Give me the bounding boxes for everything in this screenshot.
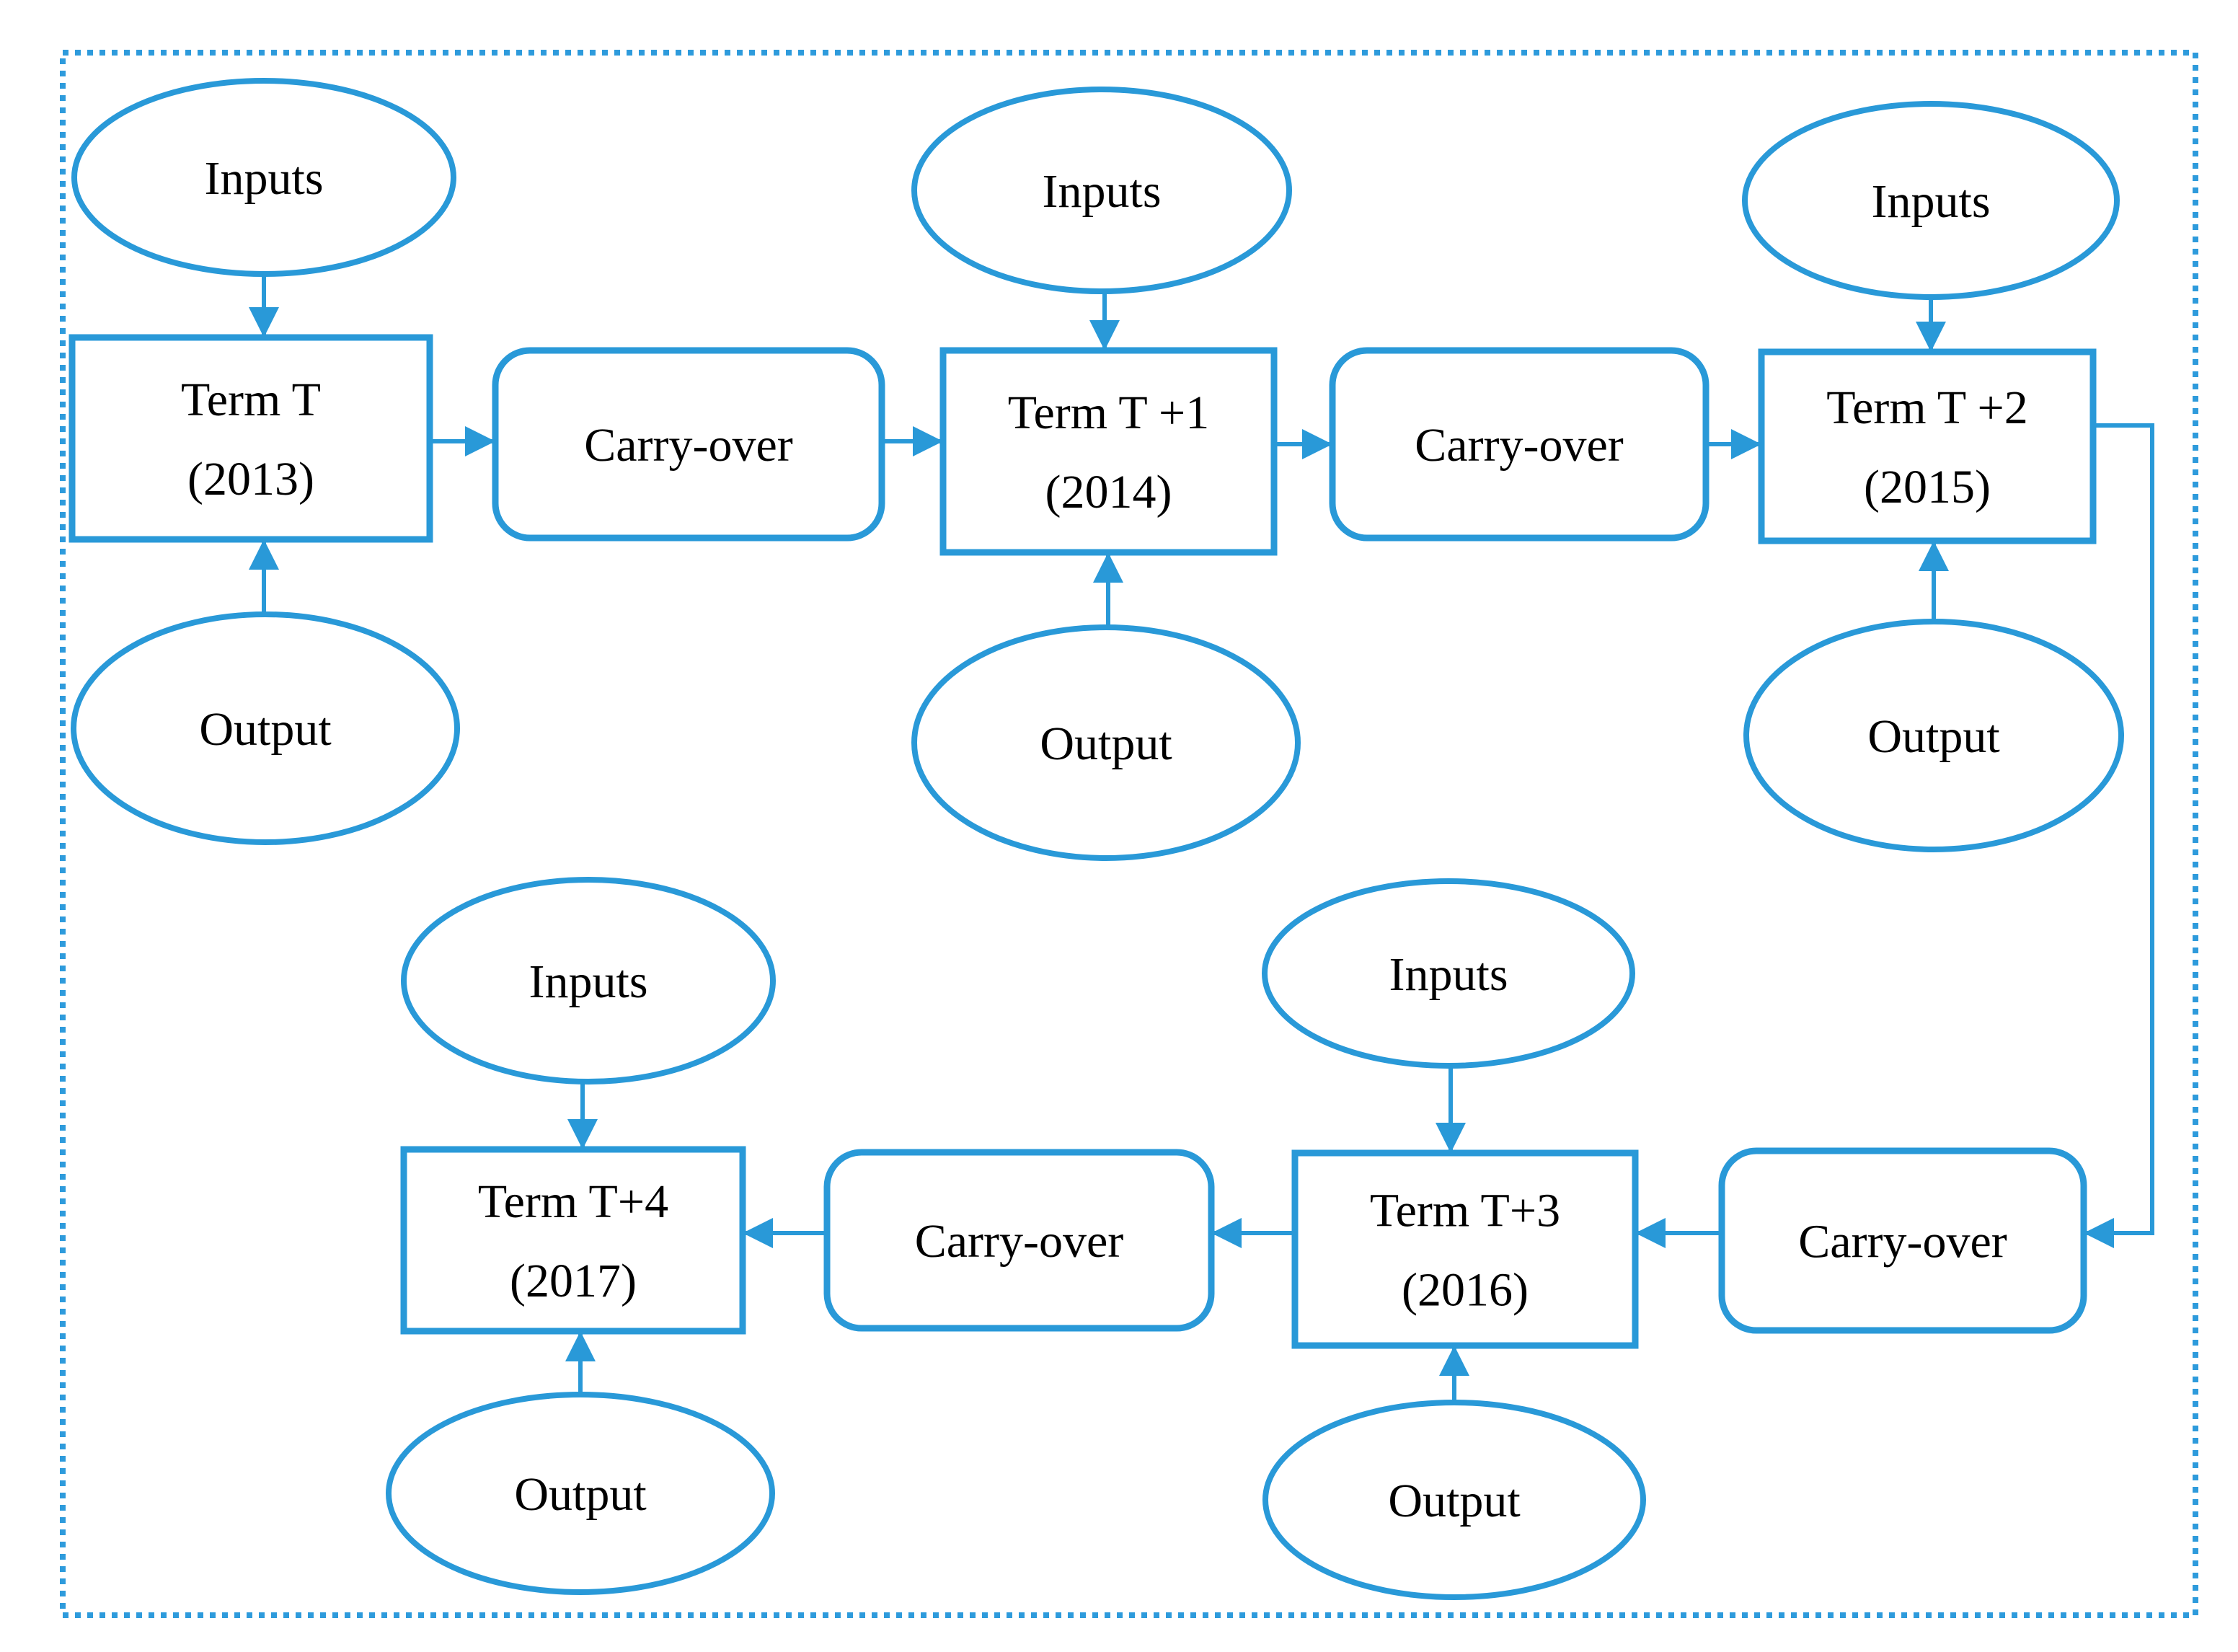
node-output-4: Output [1262, 1400, 1646, 1600]
node-term-2016: Term T+3(2016) [1291, 1149, 1639, 1349]
inputs-1-label: Inputs [205, 152, 324, 205]
output-1-label: Output [199, 703, 331, 756]
term-2017-label: Term T+4(2017) [478, 1175, 668, 1307]
inputs-5-label: Inputs [1389, 948, 1508, 1001]
carryover-1-label: Carry-over [584, 419, 793, 472]
carryover-3-label: Carry-over [915, 1215, 1124, 1268]
node-carryover-4: Carry-over [1718, 1147, 2087, 1334]
output-3-label: Output [1867, 710, 1999, 763]
node-inputs-5: Inputs [1262, 878, 1635, 1069]
node-output-2: Output [911, 624, 1301, 861]
inputs-4-shape [401, 877, 776, 1085]
node-output-5: Output [386, 1392, 775, 1595]
output-4-shape [1262, 1400, 1646, 1600]
node-term-2017: Term T+4(2017) [400, 1146, 746, 1335]
carryover-4-label: Carry-over [1798, 1216, 2007, 1268]
output-5-shape [386, 1392, 775, 1595]
output-5-label: Output [514, 1468, 646, 1521]
output-3-shape [1743, 619, 2124, 852]
inputs-2-shape [911, 87, 1292, 294]
node-term-2013: Term T(2013) [68, 334, 433, 543]
term-2013-label: Term T(2013) [181, 374, 321, 505]
term-2015-label: Term T +2(2015) [1826, 381, 2027, 513]
dotted-border [60, 50, 2198, 1618]
carryover-2-label: Carry-over [1415, 419, 1624, 472]
term-2014-shape [939, 347, 1278, 556]
edges-layer [249, 274, 2154, 1403]
carryover-3-shape [823, 1149, 1215, 1332]
inputs-3-label: Inputs [1872, 175, 1991, 228]
node-inputs-1: Inputs [71, 78, 456, 277]
inputs-4-label: Inputs [529, 955, 648, 1008]
inputs-1-shape [71, 78, 456, 277]
carryover-2-shape [1329, 347, 1710, 542]
node-carryover-2: Carry-over [1329, 347, 1710, 542]
node-inputs-2: Inputs [911, 87, 1292, 294]
output-4-label: Output [1388, 1475, 1520, 1527]
inputs-3-shape [1742, 101, 2120, 300]
node-carryover-1: Carry-over [492, 347, 885, 542]
term-2016-label: Term T+3(2016) [1370, 1185, 1560, 1317]
node-inputs-3: Inputs [1742, 101, 2120, 300]
output-2-label: Output [1040, 717, 1172, 770]
output-1-shape [71, 611, 460, 845]
node-term-2014: Term T +1(2014) [939, 347, 1278, 556]
inputs-5-shape [1262, 878, 1635, 1069]
node-term-2015: Term T +2(2015) [1758, 348, 2097, 544]
carryover-4-shape [1718, 1147, 2087, 1334]
term-2016-shape [1291, 1149, 1639, 1349]
term-2013-shape [68, 334, 433, 543]
node-output-1: Output [71, 611, 460, 845]
carryover-1-shape [492, 347, 885, 542]
term-2014-label: Term T +1(2014) [1008, 387, 1209, 518]
node-inputs-4: Inputs [401, 877, 776, 1085]
term-2017-shape [400, 1146, 746, 1335]
node-output-3: Output [1743, 619, 2124, 852]
inputs-2-label: Inputs [1043, 165, 1162, 218]
output-2-shape [911, 624, 1301, 861]
edge-term-2015-to-carryover-4 [2084, 423, 2154, 1248]
term-2015-shape [1758, 348, 2097, 544]
node-carryover-3: Carry-over [823, 1149, 1215, 1332]
